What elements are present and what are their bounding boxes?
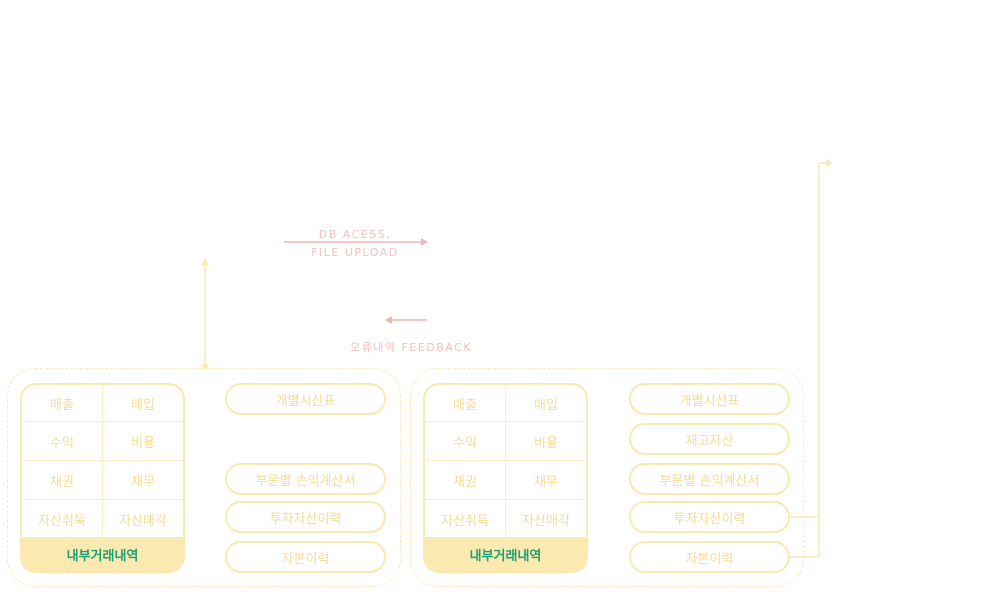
right-report-investment-history[interactable]: 투자자산이력	[629, 501, 790, 533]
left-table-cell: 자산취득	[22, 500, 103, 539]
right-table-cell: 채권	[425, 461, 506, 500]
left-table-cell: 매입	[103, 385, 183, 422]
right-table-cell: 자산매각	[506, 500, 586, 539]
db-access-label: DB ACESS,	[290, 228, 420, 241]
right-table-footer: 내부거래내역	[425, 537, 586, 571]
right-table-cell: 매출	[425, 385, 506, 422]
right-table-cell: 채무	[506, 461, 586, 500]
right-report-trial-balance[interactable]: 개별시산표	[629, 383, 790, 415]
left-report-trial-balance[interactable]: 개별시산표	[225, 383, 386, 415]
right-group	[410, 368, 804, 587]
left-table-cell: 자산매각	[103, 500, 183, 539]
left-report-capital-history[interactable]: 자본이력	[225, 541, 386, 573]
right-table-cell: 수익	[425, 422, 506, 461]
left-report-segment-income[interactable]: 부문별 손익계산서	[225, 463, 386, 495]
left-table-cell: 수익	[22, 422, 103, 461]
left-table-cell: 비용	[103, 422, 183, 461]
left-table-cell: 채권	[22, 461, 103, 500]
left-table-cell: 채무	[103, 461, 183, 500]
feedback-label: 오류내역 FEEDBACK	[350, 341, 472, 354]
db-access-line1: DB ACESS,	[318, 228, 392, 241]
right-report-inventory[interactable]: 재고자산	[629, 423, 790, 455]
file-upload-label: FILE UPLOAD	[290, 246, 420, 259]
left-report-investment-history[interactable]: 투자자산이력	[225, 501, 386, 533]
left-table-footer: 내부거래내역	[22, 537, 183, 571]
left-table-cell: 매출	[22, 385, 103, 422]
left-group	[7, 368, 401, 587]
right-table-cell: 매입	[506, 385, 586, 422]
right-table-cell: 자산취득	[425, 500, 506, 539]
db-access-line2: FILE UPLOAD	[311, 246, 399, 259]
right-report-segment-income[interactable]: 부문별 손익계산서	[629, 463, 790, 495]
right-report-capital-history[interactable]: 자본이력	[629, 541, 790, 573]
right-table-cell: 비용	[506, 422, 586, 461]
